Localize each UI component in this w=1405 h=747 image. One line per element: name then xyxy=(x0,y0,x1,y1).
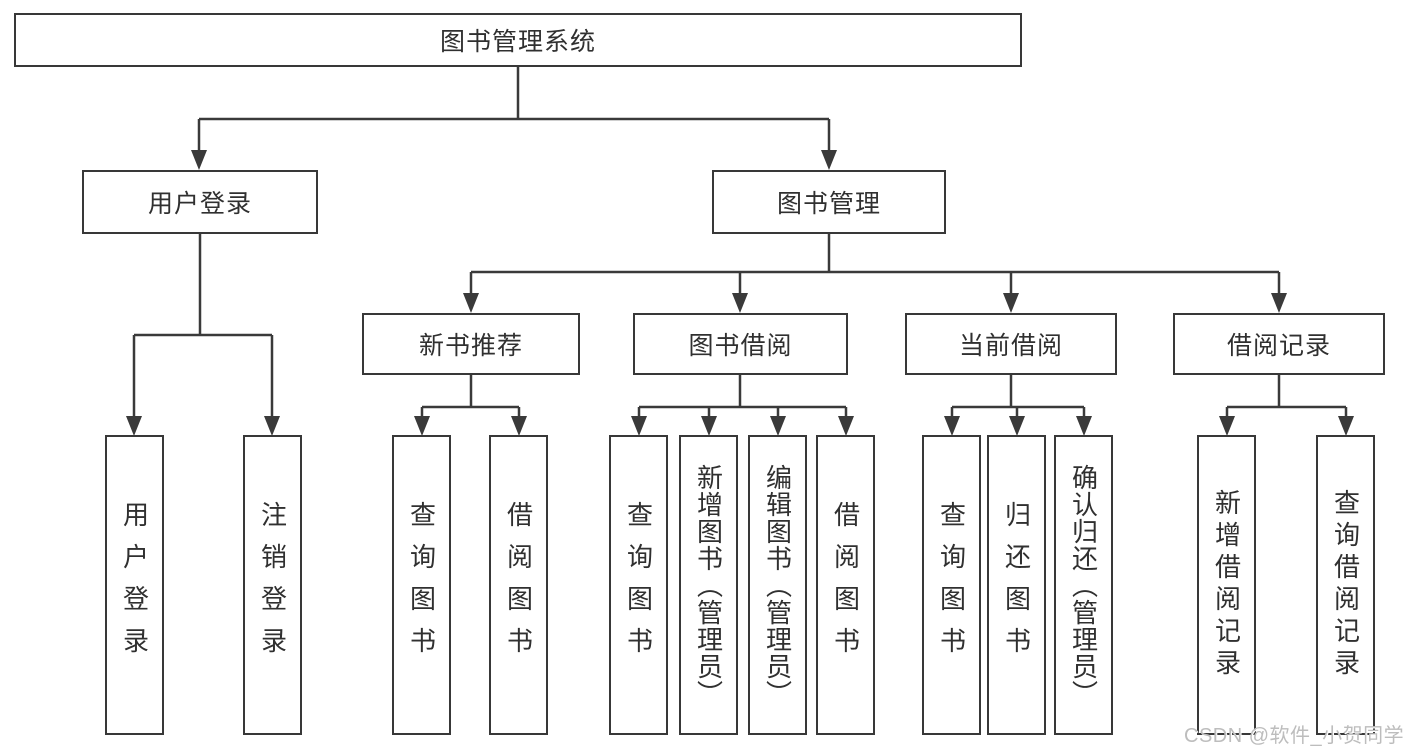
node-borrow-records-label: 借阅记录 xyxy=(1226,332,1331,360)
leaf-query-borrow-record: 查询借阅记录 xyxy=(1316,435,1375,735)
node-new-book-recommend-label: 新书推荐 xyxy=(418,332,523,360)
leaf-confirm-return-admin-label: 确认归还（管理员） xyxy=(1068,463,1099,707)
leaf-logout: 注销登录 xyxy=(243,435,302,735)
leaf-edit-books-admin-label: 编辑图书（管理员） xyxy=(762,463,793,707)
leaf-borrow-books: 借阅图书 xyxy=(816,435,875,735)
node-book-management-label: 图书管理 xyxy=(776,190,881,218)
leaf-recommend-query-books: 查询图书 xyxy=(392,435,451,735)
leaf-user-login-label: 用户登录 xyxy=(119,501,150,669)
leaf-user-login: 用户登录 xyxy=(105,435,164,735)
node-book-borrow-label: 图书借阅 xyxy=(688,332,793,360)
leaf-borrow-books-label: 借阅图书 xyxy=(830,501,861,669)
leaf-edit-books-admin: 编辑图书（管理员） xyxy=(748,435,807,735)
leaf-return-books-label: 归还图书 xyxy=(1001,501,1032,669)
node-root-label: 图书管理系统 xyxy=(439,28,596,56)
node-user-login: 用户登录 xyxy=(82,170,318,234)
arrowheads xyxy=(126,150,1354,436)
node-borrow-records: 借阅记录 xyxy=(1173,313,1385,375)
node-root: 图书管理系统 xyxy=(14,13,1022,67)
leaf-current-query-books-label: 查询图书 xyxy=(936,501,967,669)
node-user-login-label: 用户登录 xyxy=(147,190,252,218)
leaf-borrow-query-books: 查询图书 xyxy=(609,435,668,735)
node-current-borrow: 当前借阅 xyxy=(905,313,1117,375)
leaf-borrow-query-books-label: 查询图书 xyxy=(623,501,654,669)
leaf-add-borrow-record-label: 新增借阅记录 xyxy=(1211,489,1242,681)
leaf-current-query-books: 查询图书 xyxy=(922,435,981,735)
leaf-add-books-admin-label: 新增图书（管理员） xyxy=(693,463,724,707)
node-current-borrow-label: 当前借阅 xyxy=(958,332,1063,360)
node-new-book-recommend: 新书推荐 xyxy=(362,313,580,375)
leaf-add-books-admin: 新增图书（管理员） xyxy=(679,435,738,735)
leaf-return-books: 归还图书 xyxy=(987,435,1046,735)
leaf-recommend-borrow-books-label: 借阅图书 xyxy=(503,501,534,669)
leaf-confirm-return-admin: 确认归还（管理员） xyxy=(1054,435,1113,735)
node-book-borrow: 图书借阅 xyxy=(633,313,848,375)
leaf-recommend-borrow-books: 借阅图书 xyxy=(489,435,548,735)
leaf-logout-label: 注销登录 xyxy=(257,501,288,669)
leaf-add-borrow-record: 新增借阅记录 xyxy=(1197,435,1256,735)
leaf-query-borrow-record-label: 查询借阅记录 xyxy=(1330,489,1361,681)
node-book-management: 图书管理 xyxy=(712,170,946,234)
leaf-recommend-query-books-label: 查询图书 xyxy=(406,501,437,669)
csdn-watermark: CSDN @软件_小贺同学 xyxy=(1184,725,1405,747)
